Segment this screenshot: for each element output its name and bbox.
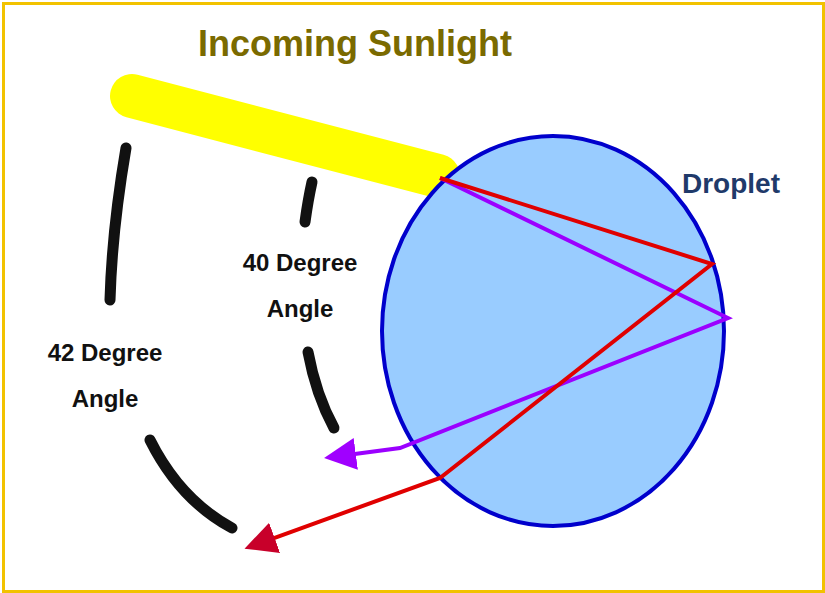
angle-arc <box>110 148 126 300</box>
angle-label: 40 Degree Angle <box>225 240 375 331</box>
angle-label: 42 Degree Angle <box>30 330 180 421</box>
angle-arc <box>308 352 334 428</box>
droplet-label: Droplet <box>682 168 780 200</box>
angle-arc <box>150 440 232 528</box>
water-droplet: Droplet <box>380 134 726 528</box>
violet-ray <box>332 178 728 457</box>
angle-arc <box>305 182 312 222</box>
red-ray <box>252 178 712 546</box>
sunlight-beam <box>132 96 438 176</box>
droplet-outline <box>380 134 726 528</box>
sunlight-label: Incoming Sunlight <box>145 22 565 65</box>
